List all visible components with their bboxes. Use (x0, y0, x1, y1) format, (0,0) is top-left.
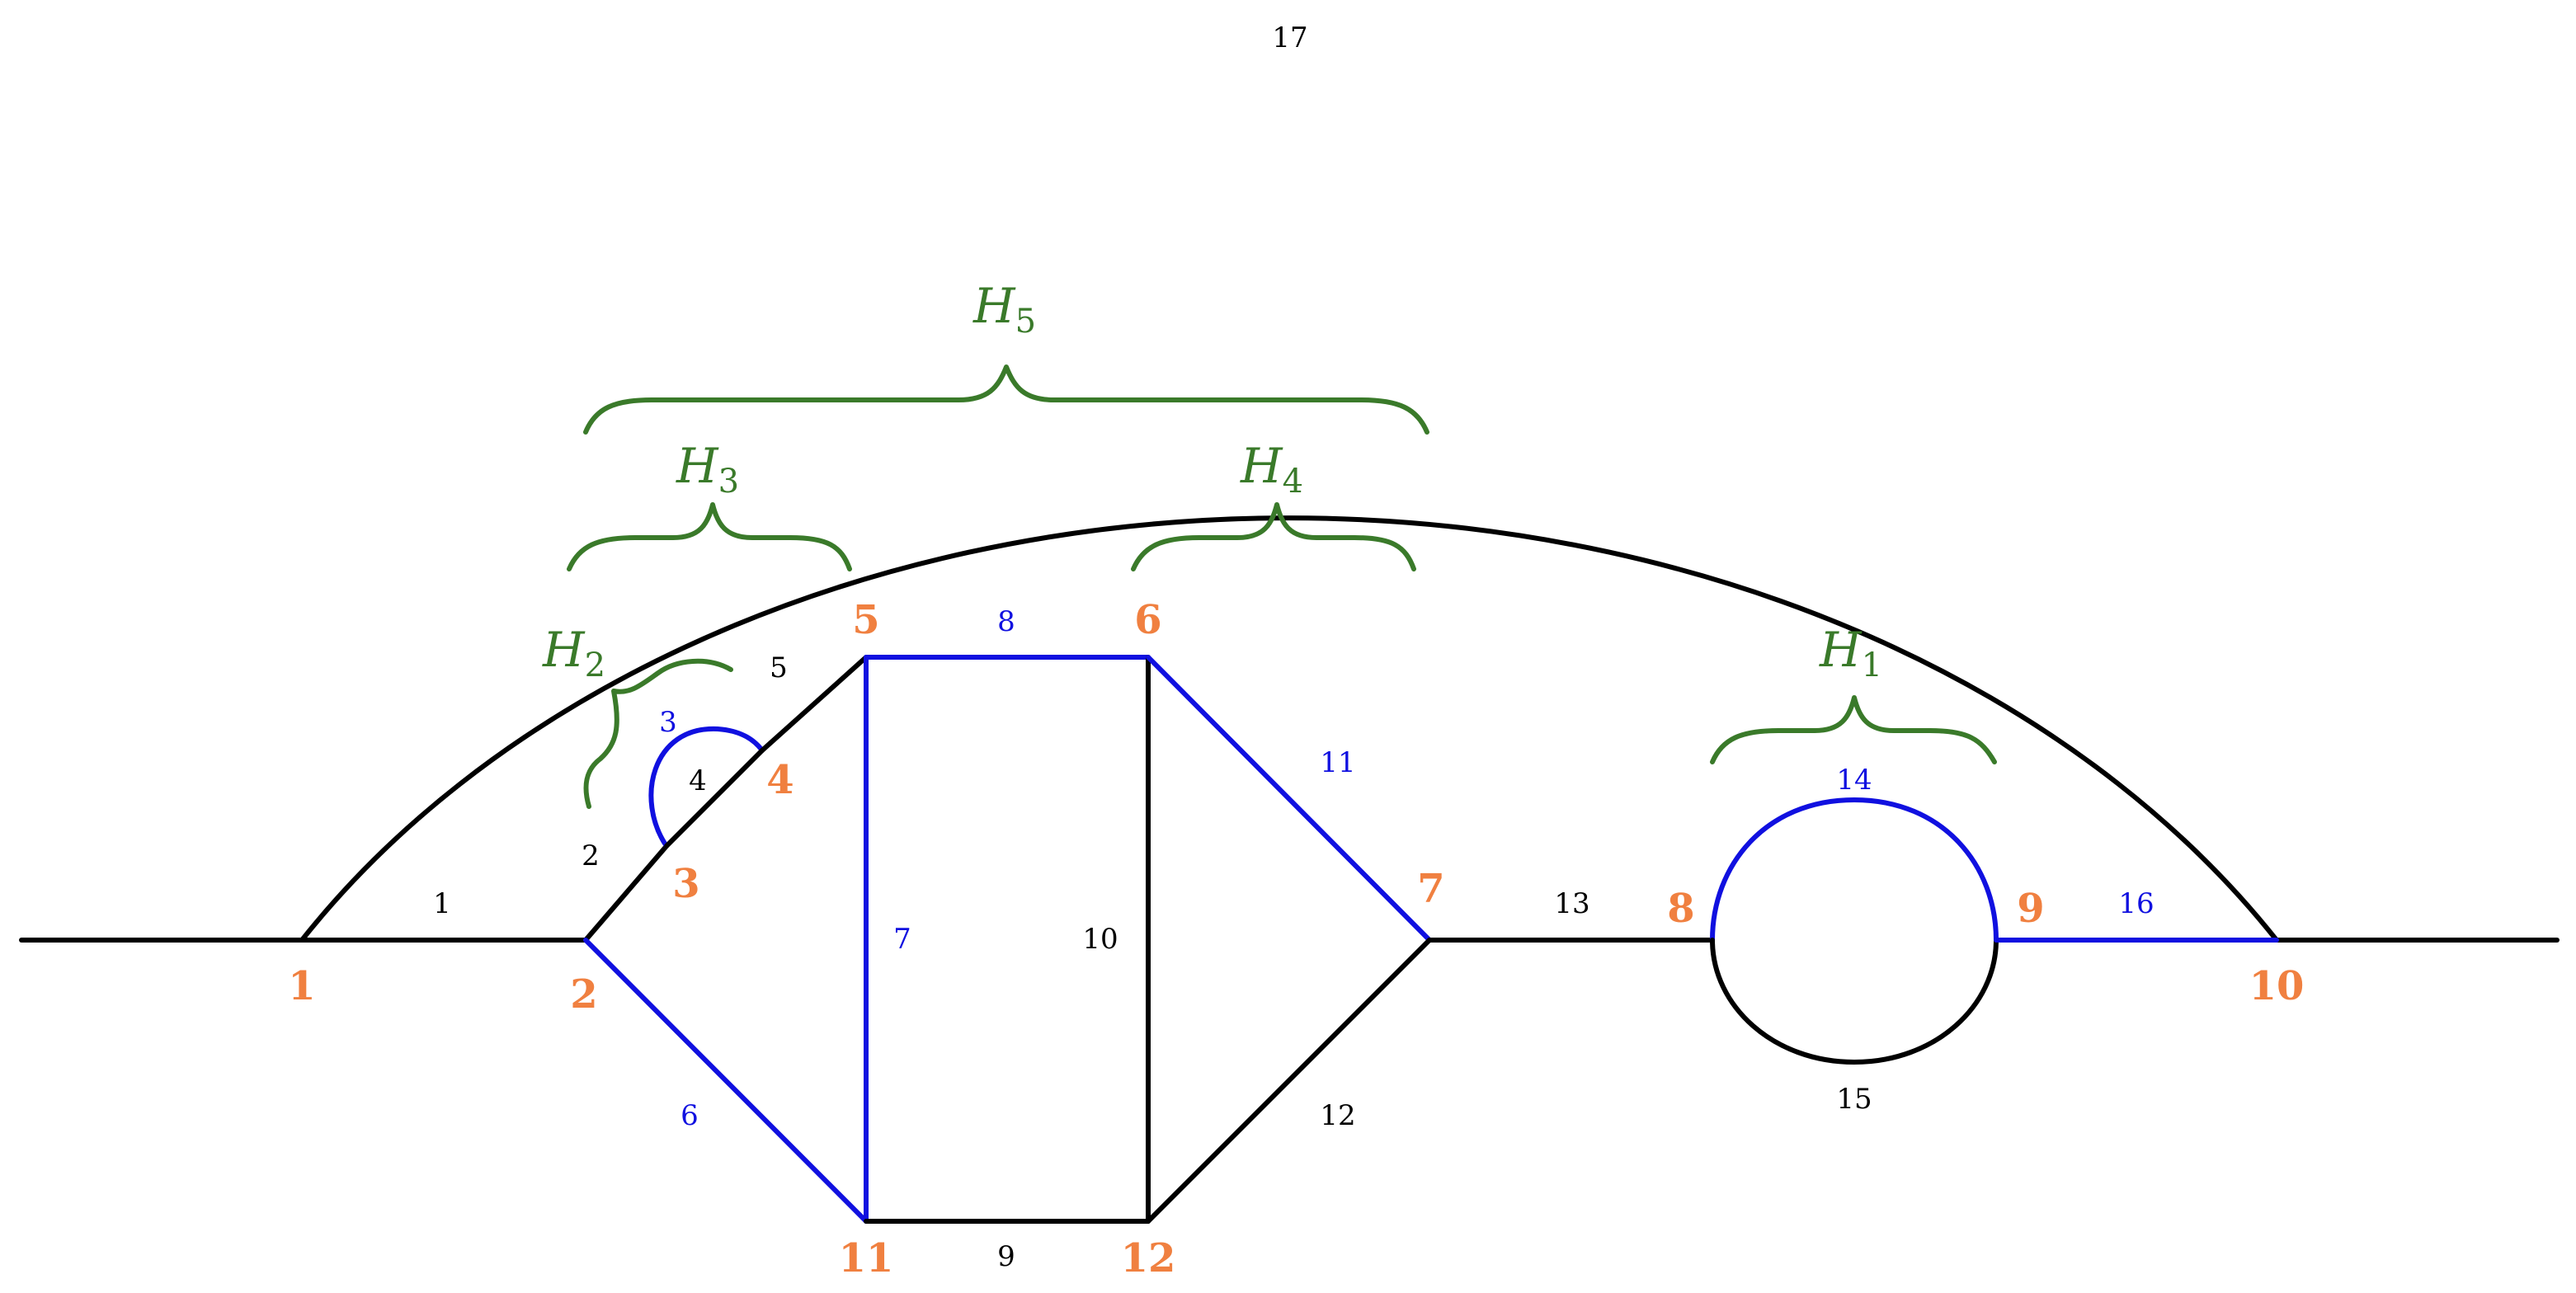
edge-12 (1146, 938, 1432, 1224)
edge-label: 6 (680, 1099, 699, 1132)
vertex-label: 7 (1417, 866, 1444, 912)
edge-label: 11 (1320, 746, 1355, 779)
group-label-main: H (676, 438, 719, 494)
vertex-label: 5 (852, 597, 879, 643)
brace-h1 (1710, 695, 1997, 764)
edge-3 (648, 726, 765, 849)
edge-label: 3 (659, 706, 677, 739)
vertex-label: 1 (288, 963, 315, 1009)
edge-label: 14 (1836, 764, 1872, 797)
edge-label: 8 (997, 605, 1015, 638)
edge-label: 4 (689, 764, 707, 797)
edge-17 (299, 515, 2279, 943)
edge-label: 1 (433, 887, 451, 920)
edge-label: 17 (1272, 21, 1307, 54)
group-label: H4 (1240, 438, 1303, 501)
vertex-label: 2 (570, 971, 597, 1018)
edge-2 (583, 844, 669, 943)
edge-label: 13 (1554, 887, 1589, 920)
group-label-sub: 5 (1015, 303, 1036, 341)
edge-11 (1146, 655, 1432, 943)
group-label-main: H (1240, 438, 1283, 494)
edge-15 (1710, 938, 1999, 1065)
edge-label: 9 (997, 1240, 1015, 1273)
group-label-main: H (542, 622, 586, 678)
group-label-main: H (972, 278, 1016, 334)
vertex-label: 10 (2249, 963, 2305, 1009)
group-label: H1 (1819, 622, 1882, 684)
group-label-sub: 3 (718, 463, 739, 501)
edge-4 (664, 748, 765, 849)
vertex-label: 9 (2017, 886, 2044, 932)
group-label-sub: 4 (1283, 463, 1303, 501)
edge-label: 5 (770, 651, 788, 684)
brace-h2 (583, 658, 733, 809)
group-label: H5 (972, 278, 1036, 341)
brace-h4 (1131, 502, 1416, 571)
brace-h3 (567, 502, 852, 571)
group-label-sub: 1 (1862, 646, 1882, 684)
edge-label: 12 (1320, 1099, 1355, 1132)
edge-14 (1710, 797, 1999, 943)
vertex-label: 4 (766, 757, 794, 803)
edge-label: 7 (893, 923, 911, 956)
brace-h5 (583, 364, 1429, 435)
edge-6 (583, 938, 869, 1224)
vertex-label: 3 (672, 861, 699, 907)
edge-5 (760, 655, 869, 753)
group-label-sub: 2 (585, 646, 605, 684)
edge-label: 2 (582, 839, 600, 872)
group-label-main: H (1819, 622, 1863, 678)
vertex-label: 8 (1667, 886, 1694, 932)
group-label: H2 (542, 622, 605, 684)
edge-label: 10 (1082, 923, 1118, 956)
edge-label: 15 (1836, 1083, 1872, 1116)
vertex-label: 11 (839, 1235, 894, 1281)
group-label: H3 (676, 438, 739, 501)
vertex-label: 6 (1134, 597, 1161, 643)
vertex-label: 12 (1121, 1235, 1176, 1281)
edge-label: 16 (2118, 887, 2154, 920)
